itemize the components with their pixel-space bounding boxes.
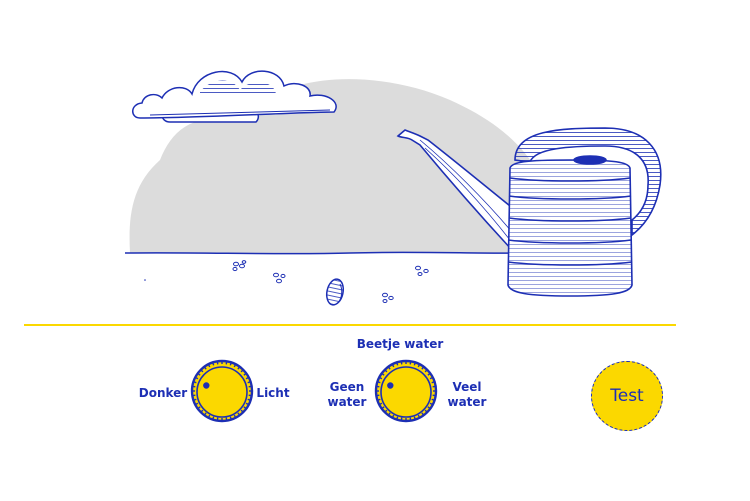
pebbles (232, 260, 429, 303)
light-dial[interactable] (190, 359, 254, 423)
water-max-label: Veel water (445, 380, 489, 410)
water-max-label-line1: Veel (452, 380, 482, 394)
water-min-label-line1: Geen (329, 380, 365, 394)
dial-indicator (203, 382, 210, 389)
dial-knob-icon (374, 359, 438, 423)
light-max-label: Licht (256, 386, 290, 400)
dial-face (196, 366, 248, 418)
test-button[interactable]: Test (591, 361, 663, 431)
ground-line (124, 251, 521, 255)
watering-can-icon (396, 127, 662, 297)
divider-line (24, 324, 676, 326)
dial-indicator (387, 382, 394, 389)
water-min-label-line2: water (327, 395, 367, 409)
water-max-label-line2: water (447, 395, 487, 409)
dial-ridges (192, 361, 252, 421)
water-min-label: Geen water (325, 380, 369, 410)
dial-knob-icon (190, 359, 254, 423)
light-min-label: Donker (138, 386, 188, 400)
water-level-label: Beetje water (356, 337, 444, 351)
dial-face (380, 366, 432, 418)
dial-ridges (376, 361, 436, 421)
cloud-icon (132, 70, 337, 123)
seed-icon (325, 278, 345, 306)
experiment-scene (124, 70, 662, 306)
water-dial[interactable] (374, 359, 438, 423)
